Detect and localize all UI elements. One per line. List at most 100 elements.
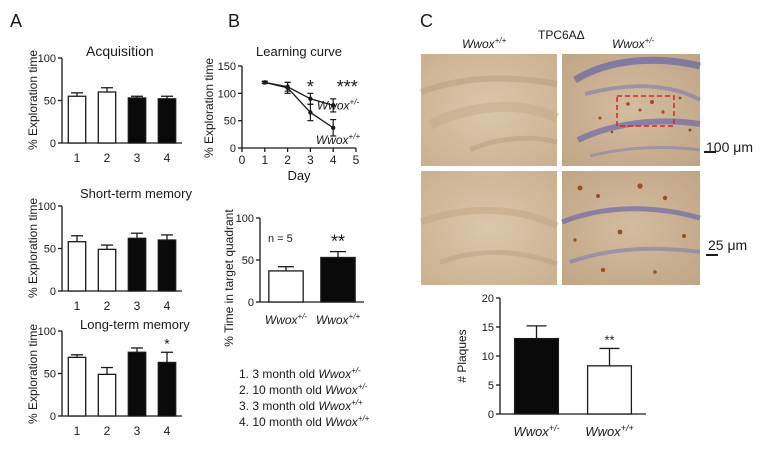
bar — [67, 356, 87, 417]
bar — [157, 98, 177, 144]
y-tick-label: 20 — [482, 293, 494, 305]
x-axis-label: Day — [287, 168, 311, 183]
legend-item-1: 1. 3 month old Wwox+/- — [239, 366, 361, 381]
bar — [157, 239, 177, 292]
y-axis-label: % Time in target quadrant — [222, 209, 236, 347]
legend-item-3: 3. 3 month old Wwox+/+ — [239, 398, 363, 413]
y-tick-label: 15 — [482, 322, 494, 334]
category-label: Wwox+/+ — [585, 423, 633, 439]
scale-label-top: 100 μm — [706, 139, 753, 155]
panel-label-b: B — [228, 11, 240, 31]
data-point — [285, 85, 290, 91]
bar — [97, 91, 117, 144]
micrograph-wt-low-mag — [419, 54, 560, 166]
y-tick-label: 0 — [50, 286, 56, 298]
y-tick-label: 50 — [44, 369, 56, 381]
micrograph-het-high-mag — [561, 171, 701, 285]
category-label: 3 — [134, 299, 141, 313]
legend-item-4: 4. 10 month old Wwox+/+ — [239, 414, 370, 429]
bar — [127, 97, 147, 144]
bar — [97, 248, 117, 292]
y-axis-label: % Exploration time — [202, 58, 216, 158]
category-label: 3 — [134, 424, 141, 438]
y-tick-label: 0 — [488, 409, 494, 421]
data-point — [331, 125, 336, 130]
x-tick-label: 1 — [261, 153, 268, 167]
bar — [127, 237, 147, 292]
y-axis-label: % Exploration time — [26, 198, 40, 298]
category-label: 3 — [134, 151, 141, 165]
significance-mark: * — [307, 77, 314, 97]
category-label: Wwox+/+ — [316, 312, 361, 327]
category-label: 1 — [74, 151, 81, 165]
y-tick-label: 100 — [236, 213, 254, 225]
bar — [513, 337, 560, 415]
y-tick-label: 0 — [230, 143, 236, 155]
category-label: 4 — [164, 424, 171, 438]
category-label: 1 — [74, 299, 81, 313]
category-label: 2 — [104, 424, 111, 438]
series-label: Wwox+/- — [317, 97, 360, 112]
y-tick-label: 10 — [482, 351, 494, 363]
micrograph-col1-label: Wwox+/+ — [462, 36, 507, 51]
y-axis-label: # Plaques — [455, 329, 469, 382]
category-label: 2 — [104, 151, 111, 165]
x-tick-label: 3 — [307, 153, 314, 167]
y-tick-label: 0 — [248, 297, 254, 309]
micrograph-col2-label: Wwox+/- — [612, 36, 655, 51]
panel-label-a: A — [10, 11, 22, 31]
bar — [67, 95, 87, 144]
category-label: 1 — [74, 424, 81, 438]
bar — [157, 361, 177, 417]
micrograph-wt-high-mag — [419, 171, 559, 285]
data-point — [262, 80, 267, 85]
data-point — [308, 96, 313, 102]
y-tick-label: 5 — [488, 380, 494, 392]
micrograph-het-low-mag — [562, 54, 701, 166]
category-label: Wwox+/- — [513, 423, 559, 439]
y-tick-label: 100 — [38, 326, 56, 338]
y-tick-label: 0 — [50, 138, 56, 150]
y-tick-label: 150 — [218, 61, 236, 73]
y-tick-label: 0 — [50, 411, 56, 423]
significance-mark: ** — [604, 332, 614, 347]
micrograph-center-label: TPC6AΔ — [538, 28, 585, 42]
significance-mark: ** — [331, 232, 345, 252]
y-tick-label: 100 — [38, 53, 56, 65]
category-label: 4 — [164, 151, 171, 165]
y-axis-label: % Exploration time — [26, 50, 40, 150]
significance-mark: * — [164, 335, 170, 351]
y-tick-label: 50 — [242, 255, 254, 267]
roi-box — [616, 95, 675, 127]
bar — [67, 241, 87, 292]
category-label: 4 — [164, 299, 171, 313]
data-point — [331, 103, 336, 108]
acquisition-chart: 0 50 100 Acquisition % Exploration time 1 2 3 4 — [26, 43, 182, 165]
chart-title: Short-term memory — [80, 186, 192, 201]
y-tick-label: 50 — [44, 96, 56, 108]
legend-item-2: 2. 10 month old Wwox+/- — [239, 382, 368, 397]
x-tick-label: 5 — [353, 153, 360, 167]
y-tick-label: 100 — [218, 88, 236, 100]
chart-title: Acquisition — [86, 43, 154, 59]
bar — [97, 373, 117, 417]
sample-size-note: n = 5 — [268, 233, 293, 245]
y-axis-label: % Exploration time — [26, 324, 40, 424]
x-tick-label: 2 — [284, 153, 291, 167]
y-tick-label: 100 — [38, 201, 56, 213]
scale-label-bottom: 25 μm — [708, 237, 747, 253]
x-tick-label: 0 — [239, 153, 246, 167]
category-label: Wwox+/- — [265, 312, 308, 327]
y-tick-label: 50 — [224, 116, 236, 128]
bar — [127, 351, 147, 417]
x-tick-label: 4 — [330, 153, 337, 167]
significance-mark: *** — [337, 77, 358, 97]
data-point — [308, 110, 313, 115]
series-line — [264, 81, 334, 129]
category-label: 2 — [104, 299, 111, 313]
